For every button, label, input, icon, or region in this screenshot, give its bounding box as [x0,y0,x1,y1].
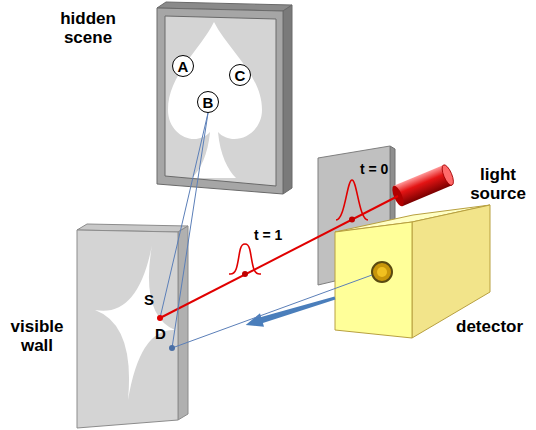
pulse [229,244,261,274]
visible-wall [77,224,188,428]
spot-dot [169,345,175,351]
object-circle: C [229,64,251,86]
return-path [160,113,208,318]
laser-beam [160,196,398,318]
point-label: D [155,326,166,343]
panel-face [283,5,292,194]
return-arrow [246,297,336,327]
label-box: t = 0 [360,162,388,177]
spot-dot [157,315,163,321]
time-label: t = 0 [360,162,388,177]
panel-outline [150,0,295,197]
object-circle: B [197,91,219,113]
label-box: detector [456,318,523,337]
return-path [172,275,372,348]
object-letter: C [235,68,246,83]
label-box: S [144,292,154,309]
label-box: light source [462,166,534,203]
laser [390,163,456,207]
pulse-dot [349,217,355,223]
object-letter: A [178,59,189,74]
hidden-scene-panel: hidden sceneABC [150,0,295,197]
return-path [172,113,208,348]
heading-box: hidden scene [56,10,120,47]
point-label: S [144,292,154,309]
object-letter: B [203,95,214,110]
label-box: t = 1 [254,228,282,243]
device-label: light source [462,166,534,203]
label-box: D [155,326,166,343]
panel-face [157,8,283,194]
panel-face [165,16,276,186]
spade-shape [168,22,262,178]
device-label: detector [456,318,523,337]
time-label: t = 1 [254,228,282,243]
panel-heading: hidden scene [56,10,120,47]
object-circle: A [172,55,194,77]
pulse-dot [242,271,248,277]
wall-label: visible wall [4,318,70,355]
label-box: visible wall [4,318,70,355]
star-shape [95,245,175,400]
